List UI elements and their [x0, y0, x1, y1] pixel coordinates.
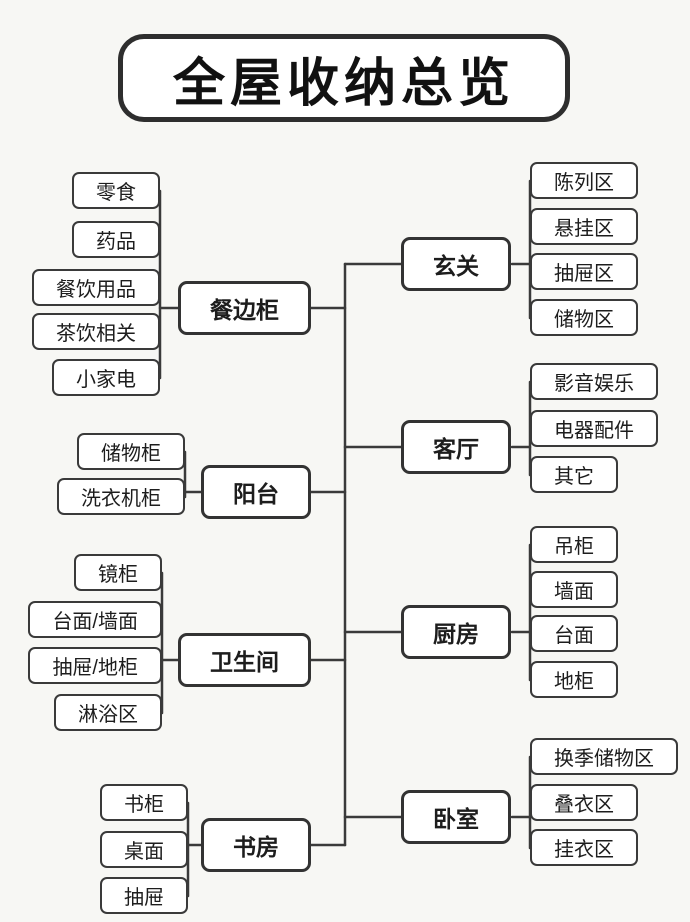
page-title-box: 全屋收纳总览	[118, 34, 570, 122]
branch-node-study: 书房	[201, 818, 311, 872]
child-node-wall-cabinet: 吊柜	[530, 526, 618, 563]
child-stubs	[158, 262, 532, 847]
child-node-dining-supplies: 餐饮用品	[32, 269, 160, 306]
child-node-snacks: 零食	[72, 172, 160, 209]
child-node-tea-items: 茶饮相关	[32, 313, 160, 350]
child-node-countertop: 台面	[530, 615, 618, 652]
child-node-others: 其它	[530, 456, 618, 493]
child-node-drawer-base-cabinet: 抽屉/地柜	[28, 647, 162, 684]
page-title: 全屋收纳总览	[172, 54, 515, 113]
child-node-hanging-clothes-area: 挂衣区	[530, 829, 638, 866]
child-node-counter-wall: 台面/墙面	[28, 601, 162, 638]
child-node-folded-clothes-area: 叠衣区	[530, 784, 638, 821]
child-node-mirror-cabinet: 镜柜	[74, 554, 162, 591]
child-node-hanging-area: 悬挂区	[530, 208, 638, 245]
branch-stubs	[309, 262, 403, 847]
child-node-shower-area: 淋浴区	[54, 694, 162, 731]
child-node-wall-surface: 墙面	[530, 571, 618, 608]
child-node-appliance-accessories: 电器配件	[530, 410, 658, 447]
branch-node-dining-cabinet: 餐边柜	[178, 281, 311, 335]
child-node-seasonal-storage-area: 换季储物区	[530, 738, 678, 775]
branch-node-bedroom: 卧室	[401, 790, 511, 844]
child-node-washer-cabinet: 洗衣机柜	[57, 478, 185, 515]
child-node-drawer-area: 抽屉区	[530, 253, 638, 290]
child-node-drawer: 抽屉	[100, 877, 188, 914]
child-node-storage-area: 储物区	[530, 299, 638, 336]
child-node-bookcase: 书柜	[100, 784, 188, 821]
child-node-medicine: 药品	[72, 221, 160, 258]
branch-node-kitchen: 厨房	[401, 605, 511, 659]
child-node-desktop: 桌面	[100, 831, 188, 868]
branch-node-balcony: 阳台	[201, 465, 311, 519]
branch-node-living-room: 客厅	[401, 420, 511, 474]
child-node-storage-cabinet: 储物柜	[77, 433, 185, 470]
branch-node-bathroom: 卫生间	[178, 633, 311, 687]
child-node-small-appliances: 小家电	[52, 359, 160, 396]
child-node-av-entertainment: 影音娱乐	[530, 363, 658, 400]
child-node-display-area: 陈列区	[530, 162, 638, 199]
child-node-base-cabinet: 地柜	[530, 661, 618, 698]
branch-node-entryway: 玄关	[401, 237, 511, 291]
